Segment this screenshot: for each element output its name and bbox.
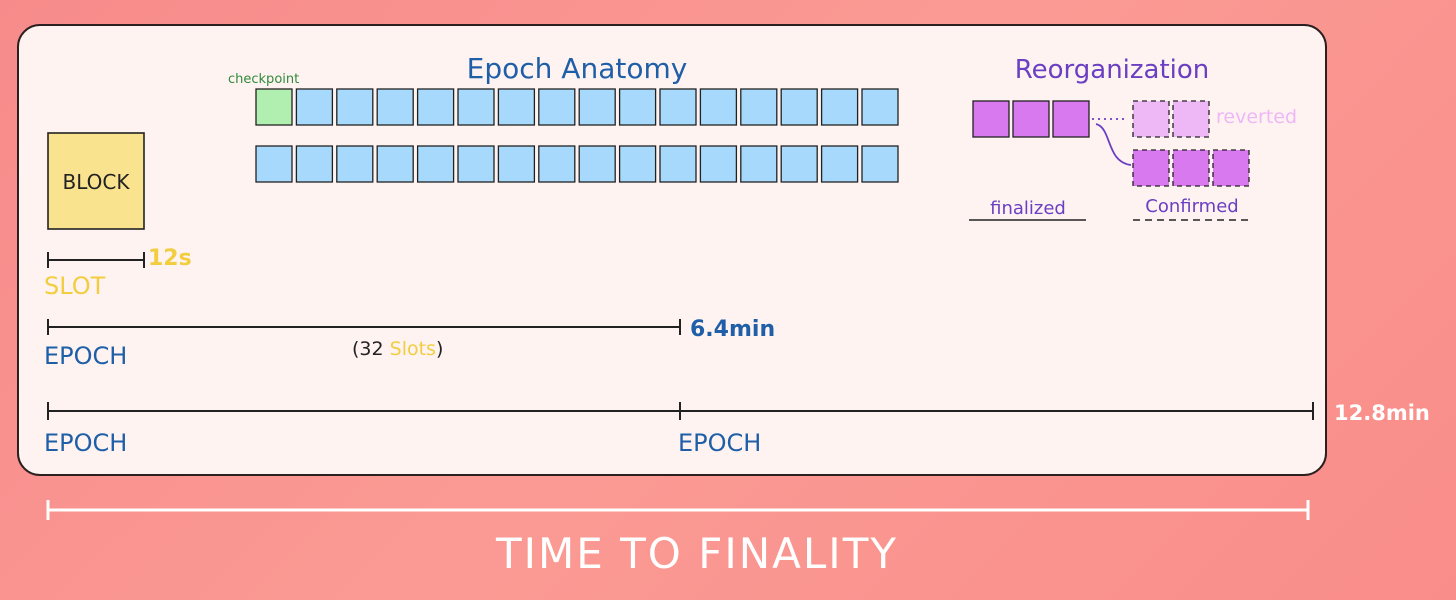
finalized-block: [1052, 100, 1090, 138]
confirmed-label: Confirmed: [1145, 196, 1238, 217]
slot-cell: [618, 88, 657, 126]
time-to-finality-title: TIME TO FINALITY: [495, 529, 898, 578]
slot-cell: [538, 88, 576, 126]
second-epoch-label: EPOCH: [678, 429, 761, 457]
slot-time-label: 12s: [148, 246, 192, 271]
checkpoint-slot: [255, 88, 293, 126]
confirmed-block: [1132, 149, 1170, 187]
slot-cell: [336, 88, 374, 126]
slot-cell: [457, 88, 495, 126]
time-to-finality-span: [46, 500, 1310, 520]
epoch-label: EPOCH: [44, 342, 127, 370]
epoch-span: [47, 319, 681, 335]
slot-cell: [416, 88, 455, 126]
two-epoch-span: [47, 402, 1314, 420]
slot-cell: [538, 145, 576, 183]
slot-span: [47, 252, 145, 268]
slot-cell: [295, 145, 334, 183]
slot-cell: [740, 88, 778, 126]
slot-cell: [255, 145, 293, 183]
slot-cell: [457, 145, 495, 183]
slot-cell: [497, 88, 536, 126]
slot-cell: [861, 145, 899, 183]
confirmed-block: [1172, 149, 1210, 187]
slot-cell: [659, 145, 697, 183]
slot-cell: [295, 88, 334, 126]
confirmed-branch-connector: [1095, 123, 1132, 166]
first-epoch-label: EPOCH: [44, 429, 127, 457]
block-box: [47, 132, 145, 230]
finalized-block: [972, 100, 1010, 138]
finalized-block: [1012, 100, 1050, 138]
confirmed-block: [1212, 149, 1250, 187]
epoch-duration-label: 6.4min: [690, 317, 775, 342]
slot-cell: [780, 88, 818, 126]
reverted-block: [1172, 100, 1210, 138]
reorganization-blocks: [972, 100, 1250, 187]
slot-label: SLOT: [44, 272, 106, 300]
slot-cell: [861, 88, 899, 126]
slot-cell: [336, 145, 374, 183]
slot-cell: [780, 145, 818, 183]
slot-cell: [376, 145, 414, 183]
slot-cell: [497, 145, 536, 183]
slot-cell: [376, 88, 414, 126]
epoch-anatomy-title: Epoch Anatomy: [467, 52, 688, 85]
slot-cell: [618, 145, 657, 183]
checkpoint-label: checkpoint: [228, 72, 299, 87]
epoch-slot-grid: [255, 88, 899, 183]
slot-cell: [740, 145, 778, 183]
slot-cell: [416, 145, 455, 183]
reverted-block: [1132, 100, 1170, 138]
reorganization-title: Reorganization: [1015, 55, 1210, 85]
two-epoch-duration-label: 12.8min: [1334, 401, 1430, 425]
slot-cell: [820, 88, 859, 126]
finalized-label: finalized: [990, 198, 1066, 219]
slot-cell: [659, 88, 697, 126]
slot-cell: [699, 145, 738, 183]
slot-cell: [820, 145, 859, 183]
slot-cell: [578, 145, 616, 183]
slot-cell: [699, 88, 738, 126]
block-label: BLOCK: [63, 170, 131, 194]
epoch-slot-count-note: (32 Slots): [352, 338, 443, 360]
slot-cell: [578, 88, 616, 126]
reverted-label: reverted: [1216, 106, 1297, 128]
